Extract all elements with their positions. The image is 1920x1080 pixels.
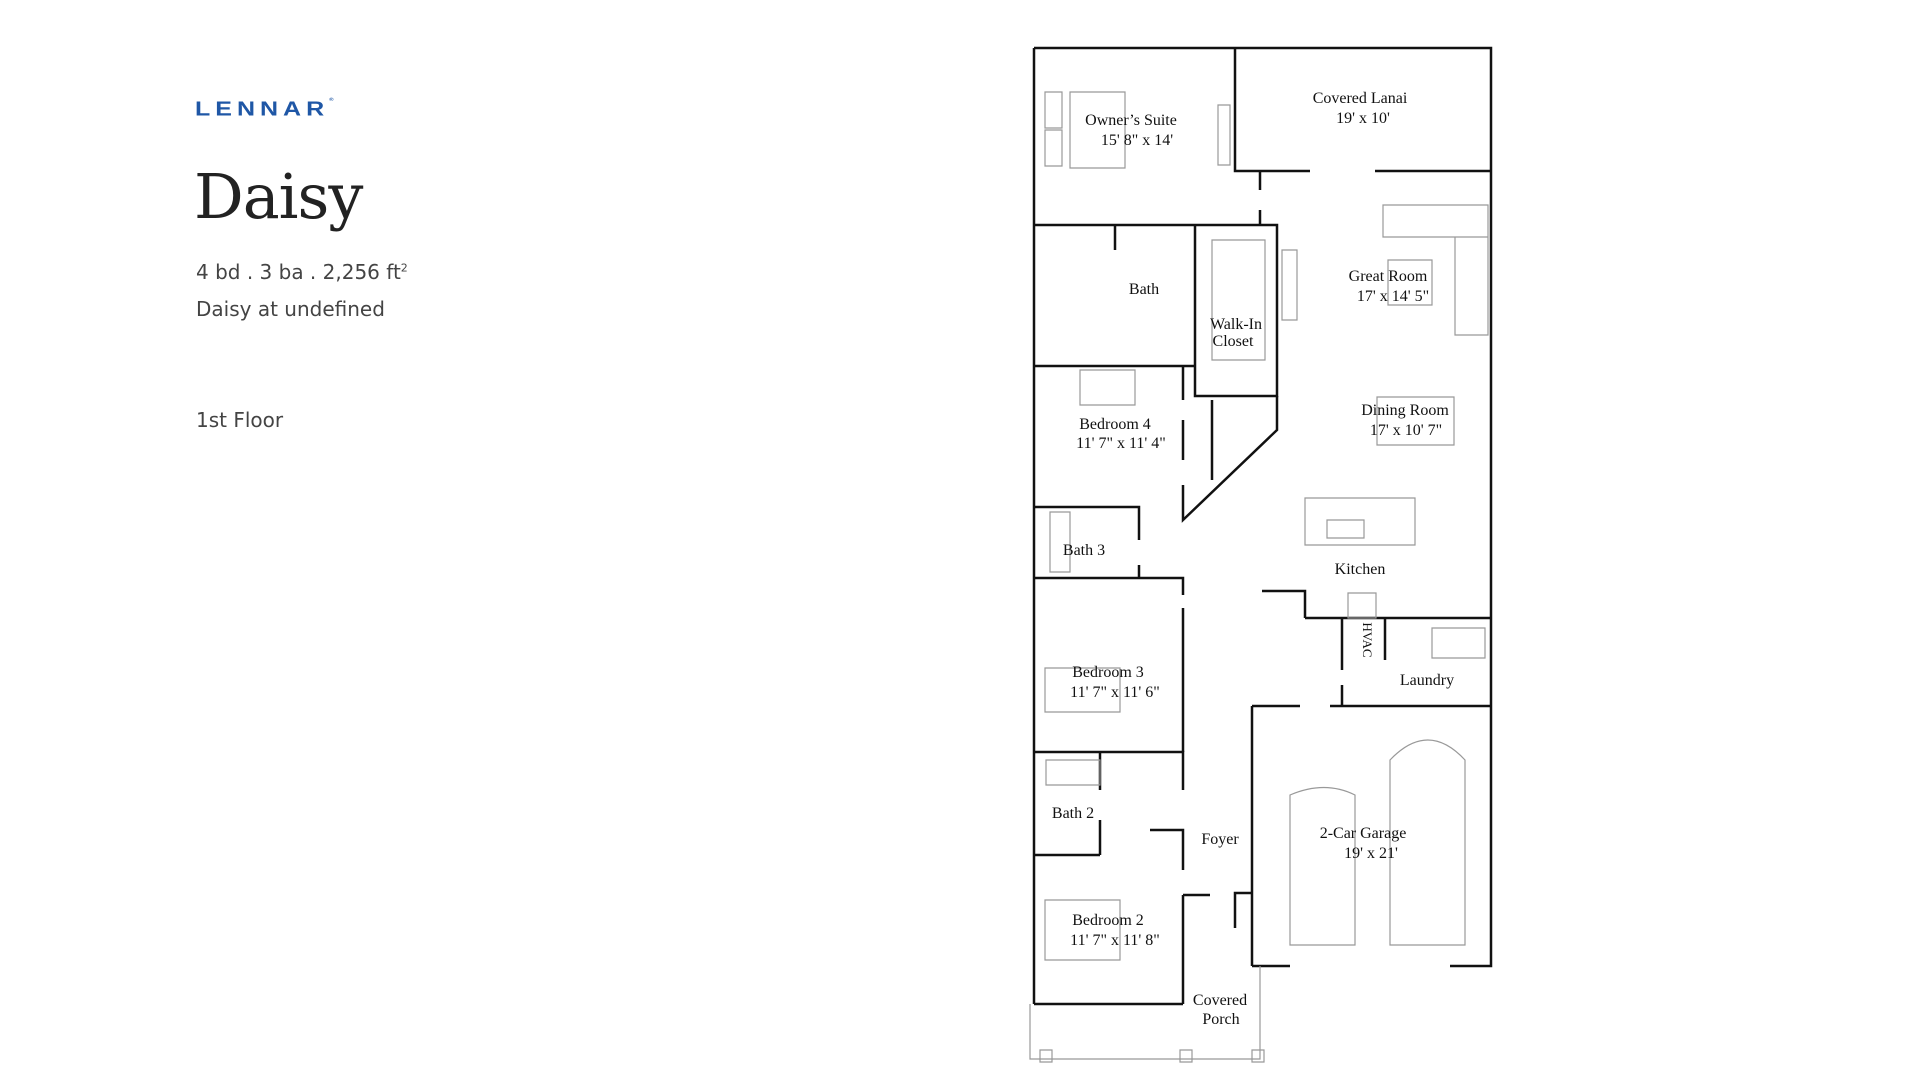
room-labels: Owner’s Suite 15' 8" x 14' Covered Lanai… xyxy=(1052,90,1454,1028)
fixtures xyxy=(1029,91,1489,1063)
floor-label[interactable]: 1st Floor xyxy=(196,408,284,432)
room-great-room: Great Room xyxy=(1349,268,1428,285)
community-name: Daisy at undefined xyxy=(196,297,385,321)
room-bedroom-4-size: 11' 7" x 11' 4" xyxy=(1076,435,1166,452)
room-covered-porch: Covered xyxy=(1193,992,1247,1009)
room-dining-room-size: 17' x 10' 7" xyxy=(1370,422,1442,439)
room-dining-room: Dining Room xyxy=(1361,402,1449,419)
room-bedroom-2: Bedroom 2 xyxy=(1072,912,1144,929)
room-bedroom-3-size: 11' 7" x 11' 6" xyxy=(1070,684,1160,701)
room-bedroom-4: Bedroom 4 xyxy=(1079,416,1151,433)
room-bedroom-3: Bedroom 3 xyxy=(1072,664,1144,681)
room-garage-size: 19' x 21' xyxy=(1344,845,1398,862)
room-bath-2: Bath 2 xyxy=(1052,805,1094,822)
logo-text: LENNAR xyxy=(195,98,330,121)
room-great-room-size: 17' x 14' 5" xyxy=(1357,288,1429,305)
registered-mark: ® xyxy=(329,98,334,103)
room-bath: Bath xyxy=(1129,281,1159,298)
lennar-logo[interactable]: LENNAR® xyxy=(195,98,334,121)
room-kitchen: Kitchen xyxy=(1335,561,1386,578)
room-foyer: Foyer xyxy=(1201,831,1239,848)
room-covered-lanai: Covered Lanai xyxy=(1313,90,1408,107)
walls xyxy=(1032,46,1493,1006)
room-walk-in-closet: Closet xyxy=(1213,333,1254,350)
room-bath-3: Bath 3 xyxy=(1063,542,1105,559)
room-garage: 2-Car Garage xyxy=(1320,825,1407,842)
room-hvac: HVAC xyxy=(1360,622,1375,657)
room-laundry: Laundry xyxy=(1400,672,1454,689)
room-walk-in: Walk-In xyxy=(1210,316,1262,333)
plan-specs: 4 bd . 3 ba . 2,256 ft2 xyxy=(196,260,408,284)
room-owners-suite-size: 15' 8" x 14' xyxy=(1101,132,1173,149)
specs-text: 4 bd . 3 ba . 2,256 ft xyxy=(196,260,401,284)
room-covered-lanai-size: 19' x 10' xyxy=(1336,110,1390,127)
room-owners-suite: Owner’s Suite xyxy=(1085,112,1177,129)
room-covered-porch-2: Porch xyxy=(1202,1011,1239,1028)
plan-title: Daisy xyxy=(194,160,363,233)
room-bedroom-2-size: 11' 7" x 11' 8" xyxy=(1070,932,1160,949)
specs-unit: 2 xyxy=(400,261,408,275)
